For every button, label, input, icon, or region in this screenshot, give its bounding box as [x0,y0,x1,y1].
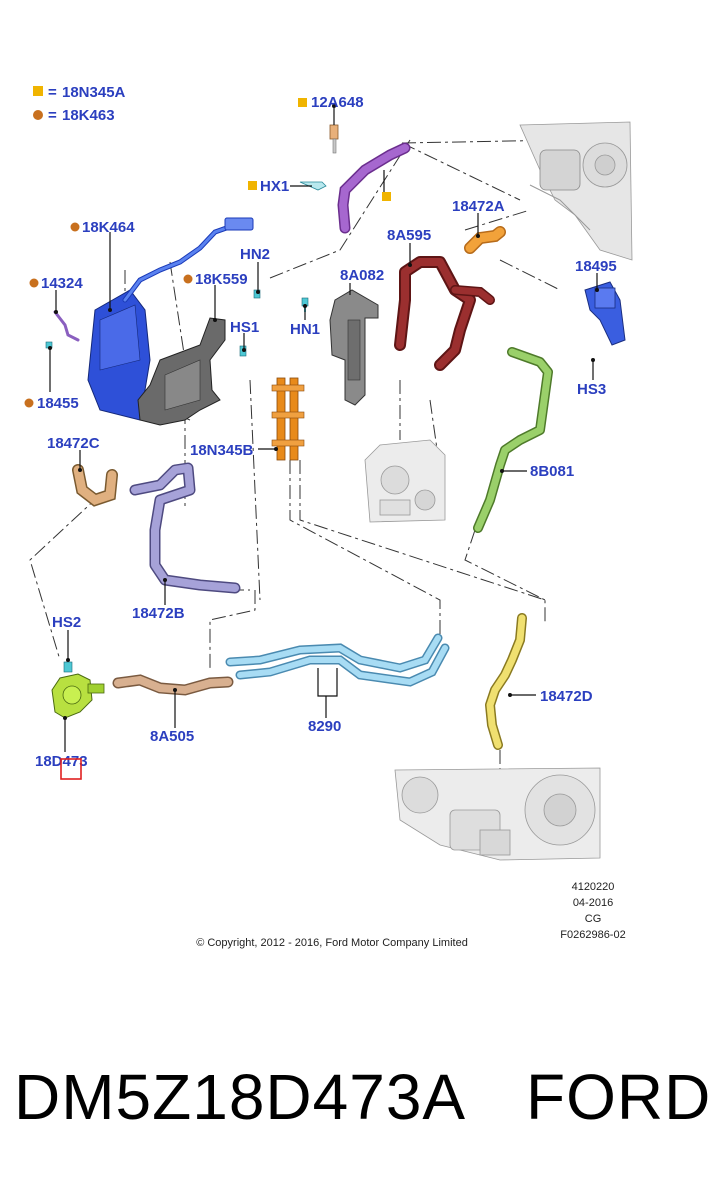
legend-equals-1: = [48,84,57,101]
part-8A082 [329,289,379,406]
legend-circle-symbol [33,110,43,120]
callout-labels: 12A648 HX1 18K464 HN2 18K559 14324 HS1 8… [35,94,617,780]
part-8B081 [473,347,553,533]
part-18472C [72,464,118,507]
diagram-footer: 4120220 04-2016 CG F0262986-02 © Copyrig… [196,881,626,949]
part-8A595 [394,256,495,371]
callout-18N345B: 18N345B [190,442,254,459]
callout-18495: 18495 [575,258,617,275]
ref-code: CG [585,913,602,925]
part-18N345B [271,377,305,461]
callout-8B081: 8B081 [530,463,574,480]
callout-bullets [24,98,599,720]
callout-18472C: 18472C [47,435,100,452]
part-8A505 [112,674,234,696]
callout-8A505: 8A505 [150,728,194,745]
part-18472B [129,462,241,594]
engine-context-middle [364,439,446,523]
part-12A648 [329,124,339,154]
highlight-box-18D473 [60,758,82,780]
caption-brand: FORD [526,1061,708,1133]
part-18D473 [51,661,105,719]
legend-equals-2: = [48,107,57,124]
callout-HS3: HS3 [577,381,606,398]
callout-8A082: 8A082 [340,267,384,284]
callout-18455: 18455 [37,395,79,412]
callout-HN2: HN2 [240,246,270,263]
caption-bar: DM5Z18D473A FORD [0,1060,708,1170]
callout-HS2: HS2 [52,614,81,631]
leader-lines [49,108,598,752]
part-HX1 [299,181,327,191]
ref-figure: F0262986-02 [560,929,625,941]
ref-date: 04-2016 [573,897,613,909]
part-18472D [485,613,527,750]
legend-square-code: 18N345A [62,84,126,101]
part-8290 [225,633,450,687]
callout-HS1: HS1 [230,319,259,336]
callout-HN1: HN1 [290,321,320,338]
legend: = 18N345A = 18K463 [33,84,126,124]
callout-12A648: 12A648 [311,94,364,111]
part-HN2 [253,289,261,299]
part-14324 [53,310,80,342]
part-purple-pipe [337,142,411,234]
callout-8290: 8290 [308,718,341,735]
ref-number: 4120220 [572,881,615,893]
caption-part-number: DM5Z18D473A [14,1061,467,1133]
callout-18K464: 18K464 [82,219,135,236]
engine-context-top-right [519,121,633,261]
callout-HX1: HX1 [260,178,289,195]
legend-square-symbol [33,86,43,96]
part-18495 [584,281,626,346]
callout-18472D: 18472D [540,688,593,705]
part-18K464 [87,217,254,421]
part-18472A [464,226,506,254]
callout-18472B: 18472B [132,605,185,622]
parts-diagram: = 18N345A = 18K463 [24,84,633,949]
callout-18K559: 18K559 [195,271,248,288]
part-bracket-18K559 [137,317,226,426]
callout-18472A: 18472A [452,198,505,215]
engine-context-bottom [394,767,601,861]
callout-14324: 14324 [41,275,83,292]
legend-circle-code: 18K463 [62,107,115,124]
callout-8A595: 8A595 [387,227,431,244]
copyright-notice: © Copyright, 2012 - 2016, Ford Motor Com… [196,937,468,949]
